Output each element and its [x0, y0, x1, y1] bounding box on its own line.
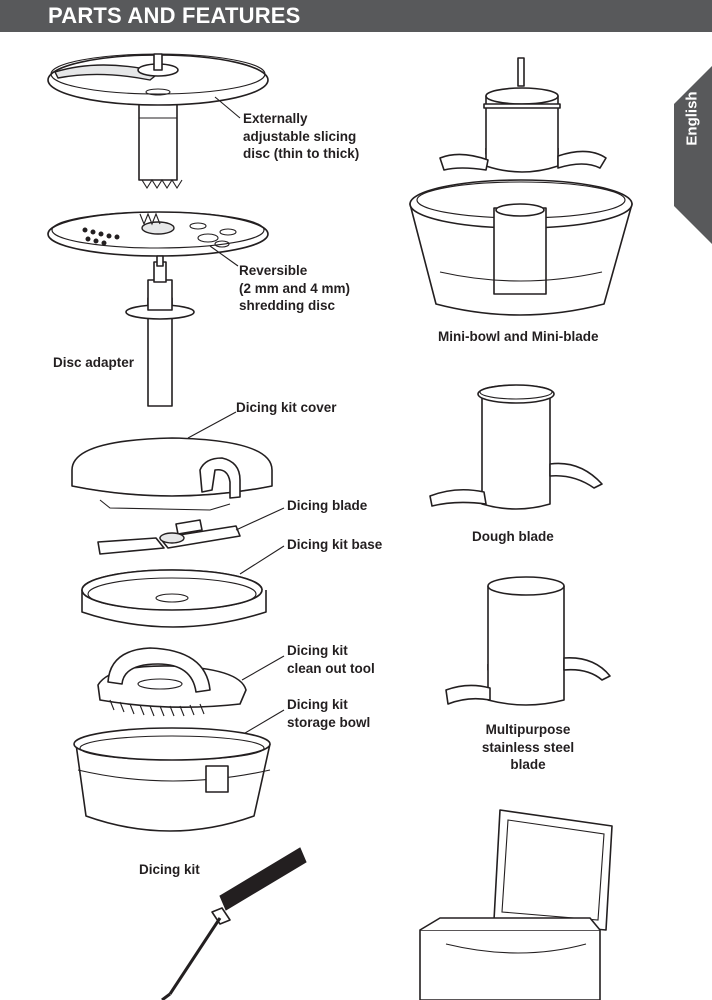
- shredding-disc-label-line: shredding disc: [239, 298, 336, 313]
- cleaning-brush-illustration: [161, 847, 307, 1000]
- storage-bowl-label-line: storage bowl: [287, 714, 371, 730]
- page-title: PARTS AND FEATURES: [48, 3, 301, 28]
- shredding-disc-label: Reversible (2 mm and 4 mm) shredding dis…: [239, 262, 350, 315]
- dicing-kit-base-illustration: [81, 545, 285, 628]
- slicing-disc-label-line: adjustable slicing: [243, 128, 357, 144]
- language-tab: [674, 66, 712, 244]
- storage-bowl-illustration: [73, 709, 285, 832]
- shredding-disc-label-line: Reversible: [239, 263, 308, 278]
- disc-adapter-illustration: [125, 255, 195, 407]
- dough-blade-illustration: [429, 384, 603, 510]
- disc-adapter-label: Disc adapter: [53, 355, 135, 370]
- storage-bowl-label: Dicing kit storage bowl: [287, 696, 370, 731]
- mini-bowl-illustration: [409, 57, 633, 316]
- header-bar: [0, 0, 712, 32]
- dicing-kit-base-label: Dicing kit base: [287, 537, 383, 552]
- dicing-kit-label: Dicing kit: [139, 862, 200, 877]
- clean-out-tool-label-line: Dicing kit: [287, 643, 348, 658]
- dicing-blade-illustration: [97, 507, 285, 555]
- multipurpose-blade-label-line: blade: [510, 757, 546, 772]
- clean-out-tool-label-line: clean out tool: [287, 660, 375, 676]
- clean-out-tool-label: Dicing kit clean out tool: [287, 642, 375, 677]
- dicing-blade-label: Dicing blade: [287, 498, 368, 513]
- multipurpose-blade-illustration: [445, 576, 611, 706]
- slicing-disc-label-line: disc (thin to thick): [243, 146, 360, 161]
- multipurpose-blade-label-line: Multipurpose: [485, 722, 571, 737]
- shredding-disc-label-line: (2 mm and 4 mm): [239, 280, 351, 296]
- slicing-disc-illustration: [47, 53, 269, 190]
- dicing-kit-cover-illustration: [71, 411, 273, 511]
- storage-bowl-label-line: Dicing kit: [287, 697, 348, 712]
- slicing-disc-label-line: Externally: [243, 111, 308, 126]
- storage-case-illustration: [419, 809, 613, 1000]
- clean-out-tool-illustration: [97, 647, 285, 717]
- multipurpose-blade-label-line: stainless steel: [481, 739, 575, 755]
- slicing-disc-label: Externally adjustable slicing disc (thin…: [243, 110, 359, 163]
- multipurpose-blade-label: Multipurpose stainless steel blade: [468, 721, 588, 774]
- dicing-kit-cover-label: Dicing kit cover: [236, 400, 337, 415]
- mini-bowl-label: Mini-bowl and Mini-blade: [438, 329, 599, 344]
- dough-blade-label: Dough blade: [472, 529, 554, 544]
